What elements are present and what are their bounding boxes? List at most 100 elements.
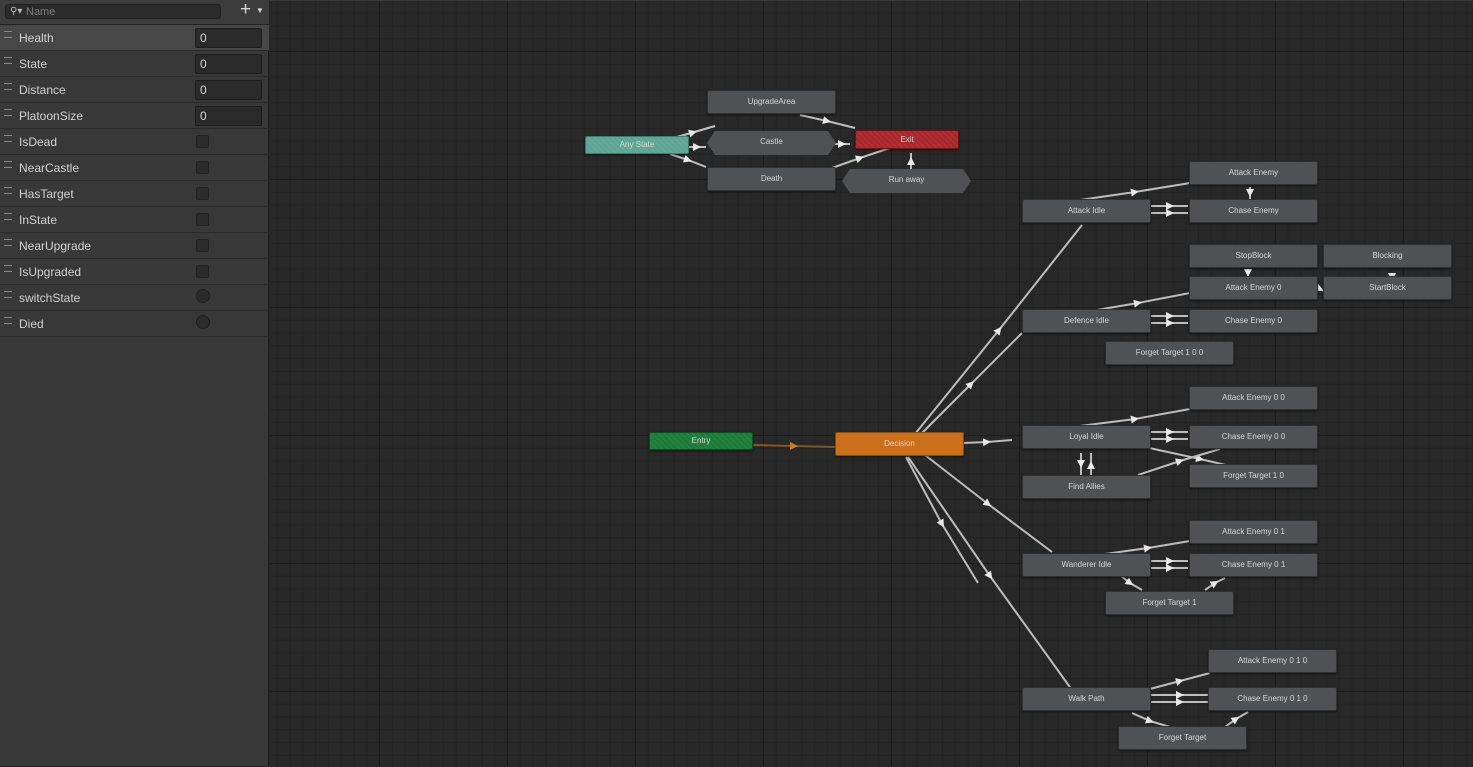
state-node-run-away[interactable]: Run away (842, 169, 971, 193)
state-label: Attack Enemy 0 1 0 (1237, 656, 1308, 665)
parameter-row-isdead[interactable]: IsDead (0, 129, 269, 155)
drag-handle-icon[interactable] (4, 109, 12, 116)
parameter-int-field[interactable] (195, 54, 262, 74)
state-node-forget-target-1[interactable]: Forget Target 1 (1105, 591, 1234, 615)
parameter-row-platoonsize[interactable]: PlatoonSize (0, 103, 269, 129)
state-node-entry[interactable]: Entry (649, 432, 753, 450)
state-node-forget-target[interactable]: Forget Target (1118, 726, 1247, 750)
parameter-search-box[interactable]: ⚲▾ (5, 4, 221, 19)
state-node-forget-target-1-0-0[interactable]: Forget Target 1 0 0 (1105, 341, 1234, 365)
state-node-startblock[interactable]: StartBlock (1323, 276, 1452, 300)
transition-wire[interactable] (1139, 445, 1231, 467)
state-node-blocking[interactable]: Blocking (1323, 244, 1452, 268)
transition-wire[interactable] (1104, 540, 1191, 555)
parameter-row-state[interactable]: State (0, 51, 269, 77)
transition-wire[interactable] (962, 438, 1013, 447)
transition-wire[interactable] (669, 153, 707, 168)
parameter-bool-checkbox[interactable] (196, 265, 209, 278)
state-node-chase-enemy[interactable]: Chase Enemy (1189, 199, 1318, 223)
drag-handle-icon[interactable] (4, 135, 12, 142)
transition-wire[interactable] (1137, 448, 1221, 476)
state-node-chase-enemy-0[interactable]: Chase Enemy 0 (1189, 309, 1318, 333)
animator-graph-canvas[interactable]: UpgradeArea Any State Castle Exit Death … (270, 0, 1473, 766)
state-node-wanderer-idle[interactable]: Wanderer Idle (1022, 553, 1151, 577)
parameter-bool-checkbox[interactable] (196, 239, 209, 252)
drag-handle-icon[interactable] (4, 31, 12, 38)
parameter-row-distance[interactable]: Distance (0, 77, 269, 103)
state-node-attack-enemy-0-0[interactable]: Attack Enemy 0 0 (1189, 386, 1318, 410)
parameter-row-switchstate[interactable]: switchState (0, 285, 269, 311)
parameter-int-field[interactable] (195, 28, 262, 48)
parameter-bool-checkbox[interactable] (196, 135, 209, 148)
state-node-attack-idle[interactable]: Attack Idle (1022, 199, 1151, 223)
transition-wire[interactable] (1079, 182, 1191, 201)
state-node-forget-target-1-0[interactable]: Forget Target 1 0 (1189, 464, 1318, 488)
parameter-row-health[interactable]: Health (0, 25, 269, 51)
parameter-row-died[interactable]: Died (0, 311, 269, 337)
parameter-name: IsDead (19, 135, 58, 149)
drag-handle-icon[interactable] (4, 317, 12, 324)
entry-transition-wire[interactable] (752, 441, 836, 450)
state-label: StopBlock (1235, 251, 1272, 260)
transition-wire[interactable] (924, 454, 1053, 553)
state-label: Defence Idle (1064, 316, 1109, 325)
drag-handle-icon[interactable] (4, 239, 12, 246)
state-node-attack-enemy-0-1[interactable]: Attack Enemy 0 1 (1189, 520, 1318, 544)
parameter-row-hastarget[interactable]: HasTarget (0, 181, 269, 207)
transition-wire[interactable] (831, 147, 891, 169)
state-label: Blocking (1372, 251, 1403, 260)
drag-handle-icon[interactable] (4, 161, 12, 168)
transition-wire[interactable] (1079, 408, 1191, 427)
drag-handle-icon[interactable] (4, 291, 12, 298)
transition-wire[interactable] (1119, 574, 1143, 591)
state-node-attack-enemy[interactable]: Attack Enemy (1189, 161, 1318, 185)
state-node-attack-enemy-0[interactable]: Attack Enemy 0 (1189, 276, 1318, 300)
transition-wire[interactable] (799, 114, 856, 129)
parameter-trigger-button[interactable] (196, 289, 210, 303)
transition-wire[interactable] (919, 332, 1023, 436)
state-node-chase-enemy-0-0[interactable]: Chase Enemy 0 0 (1189, 425, 1318, 449)
state-label: Forget Target 1 0 (1223, 471, 1284, 480)
state-node-attack-enemy-0-1-0[interactable]: Attack Enemy 0 1 0 (1208, 649, 1337, 673)
parameter-row-nearupgrade[interactable]: NearUpgrade (0, 233, 269, 259)
parameter-bool-checkbox[interactable] (196, 213, 209, 226)
drag-handle-icon[interactable] (4, 83, 12, 90)
parameter-bool-checkbox[interactable] (196, 187, 209, 200)
state-node-walk-path[interactable]: Walk Path (1022, 687, 1151, 711)
parameter-row-instate[interactable]: InState (0, 207, 269, 233)
state-node-death[interactable]: Death (707, 167, 836, 191)
parameter-int-field[interactable] (195, 106, 262, 126)
state-label: Forget Target 1 (1142, 598, 1197, 607)
transition-wire[interactable] (1224, 711, 1249, 728)
parameter-row-nearcastle[interactable]: NearCastle (0, 155, 269, 181)
state-node-upgradearea[interactable]: UpgradeArea (707, 90, 836, 114)
parameter-trigger-button[interactable] (196, 315, 210, 329)
state-node-exit[interactable]: Exit (855, 130, 959, 149)
parameter-bool-checkbox[interactable] (196, 161, 209, 174)
parameter-float-field[interactable] (195, 80, 262, 100)
transition-wire[interactable] (1131, 712, 1171, 728)
state-node-find-allies[interactable]: Find Allies (1022, 475, 1151, 499)
drag-handle-icon[interactable] (4, 57, 12, 64)
parameter-row-isupgraded[interactable]: IsUpgraded (0, 259, 269, 285)
parameter-search-input[interactable] (26, 5, 216, 18)
state-node-loyal-idle[interactable]: Loyal Idle (1022, 425, 1151, 449)
state-node-castle[interactable]: Castle (707, 131, 836, 155)
transition-wire[interactable] (907, 456, 1073, 691)
state-node-stopblock[interactable]: StopBlock (1189, 244, 1318, 268)
transition-wire[interactable] (1204, 577, 1226, 591)
state-node-chase-enemy-0-1-0[interactable]: Chase Enemy 0 1 0 (1208, 687, 1337, 711)
drag-handle-icon[interactable] (4, 187, 12, 194)
state-node-defence-idle[interactable]: Defence Idle (1022, 309, 1151, 333)
parameter-name: HasTarget (19, 187, 74, 201)
drag-handle-icon[interactable] (4, 213, 12, 220)
state-node-decision[interactable]: Decision (835, 432, 964, 456)
state-node-any-state[interactable]: Any State (585, 136, 689, 154)
transition-wire[interactable] (905, 456, 979, 584)
transition-wire[interactable] (914, 224, 1083, 435)
state-node-chase-enemy-0-1[interactable]: Chase Enemy 0 1 (1189, 553, 1318, 577)
transition-wire[interactable] (1149, 672, 1211, 690)
add-parameter-button[interactable]: + ▼ (239, 0, 267, 20)
drag-handle-icon[interactable] (4, 265, 12, 272)
state-label: Decision (884, 439, 915, 448)
